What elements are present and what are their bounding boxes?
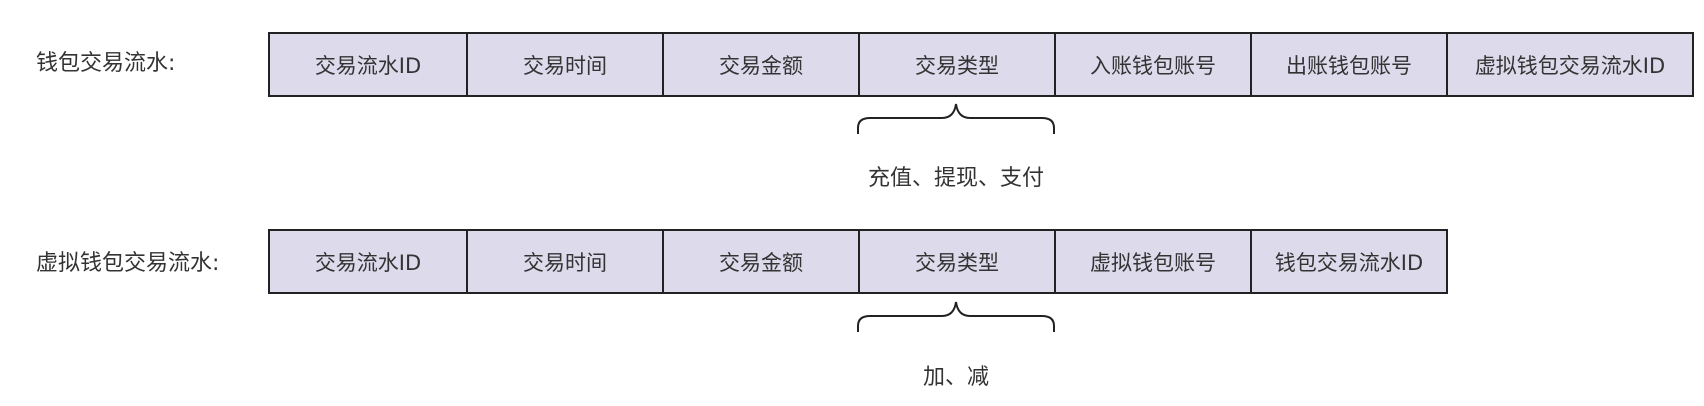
virtual-wallet-transaction-fields: 交易流水ID 交易时间 交易金额 交易类型 虚拟钱包账号 钱包交易流水ID (268, 229, 1448, 294)
field-cell: 出账钱包账号 (1250, 34, 1446, 95)
curly-brace-icon (857, 103, 1055, 134)
field-cell: 交易时间 (466, 231, 662, 292)
field-cell: 虚拟钱包交易流水ID (1446, 34, 1692, 95)
field-cell: 钱包交易流水ID (1250, 231, 1446, 292)
transaction-type-note: 加、减 (922, 365, 989, 390)
field-cell: 交易类型 (858, 231, 1054, 292)
field-cell: 交易类型 (858, 34, 1054, 95)
field-cell: 交易金额 (662, 34, 858, 95)
field-cell: 入账钱包账号 (1054, 34, 1250, 95)
field-cell: 交易时间 (466, 34, 662, 95)
transaction-type-note: 充值、提现、支付 (867, 166, 1044, 191)
wallet-transaction-fields: 交易流水ID 交易时间 交易金额 交易类型 入账钱包账号 出账钱包账号 虚拟钱包… (268, 32, 1694, 97)
field-cell: 交易流水ID (270, 231, 466, 292)
row-label-virtual-wallet-transaction: 虚拟钱包交易流水: (36, 251, 220, 276)
curly-brace-icon (857, 301, 1055, 332)
field-cell: 交易流水ID (270, 34, 466, 95)
field-cell: 虚拟钱包账号 (1054, 231, 1250, 292)
row-label-wallet-transaction: 钱包交易流水: (36, 51, 176, 76)
field-cell: 交易金额 (662, 231, 858, 292)
